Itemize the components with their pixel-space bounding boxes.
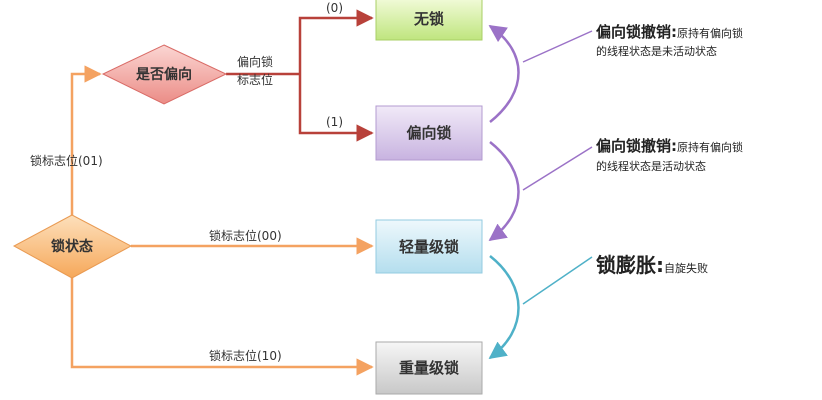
note-inflate-title: 锁膨胀: [596,253,664,277]
note-revoke-inactive-line2: 的线程状态是未活动状态 [596,44,717,58]
edge-lockstate-to-heavyweight [70,278,374,376]
note-revoke-inactive-text: 原持有偏向锁 [677,26,743,40]
state-lightweight-lock: 轻量级锁 [375,219,483,274]
decision-lock-state-label: 锁状态 [51,238,93,255]
state-lightweight-lock-label: 轻量级锁 [399,238,459,256]
state-no-lock: 无锁 [375,0,483,41]
note-revoke-active: 偏向锁撤销:原持有偏向锁 [596,137,743,155]
curve-biased-to-nolock [488,24,520,123]
decision-is-biased-label: 是否偏向 [136,66,192,83]
edge-label-bias-flag-line1: 偏向锁 [237,54,273,69]
state-heavyweight-lock-label: 重量级锁 [399,359,459,377]
decision-is-biased: 是否偏向 [101,44,228,105]
edge-label-flag-01: 锁标志位(01) [30,153,103,168]
edge-isbiased-to-biased [298,74,374,142]
note-revoke-active-text: 原持有偏向锁 [677,140,743,154]
edge-label-flag-00: 锁标志位(00) [209,228,282,243]
edge-label-flag-10: 锁标志位(10) [209,348,282,363]
note-pointer-inflate [522,256,593,305]
note-inflate: 锁膨胀:自旋失败 [596,253,708,277]
state-biased-lock-label: 偏向锁 [406,124,451,142]
edge-lockstate-to-isbiased [70,65,102,215]
note-revoke-inactive-title: 偏向锁撤销: [596,23,677,41]
decision-lock-state: 锁状态 [12,214,133,279]
note-pointer-revoke1 [522,30,593,63]
note-inflate-text: 自旋失败 [664,261,708,275]
note-revoke-inactive: 偏向锁撤销:原持有偏向锁 [596,23,743,41]
edge-label-bias-flag-line2: 标志位 [237,72,273,87]
state-heavyweight-lock: 重量级锁 [375,341,483,395]
curve-biased-to-lightweight [488,141,520,242]
state-biased-lock: 偏向锁 [375,105,483,161]
edge-label-bit1: (1) [326,115,343,129]
note-revoke-active-title: 偏向锁撤销: [596,137,677,155]
note-revoke-active-line2: 的线程状态是活动状态 [596,159,706,173]
curve-lightweight-to-heavyweight [488,255,520,360]
edge-label-bit0: (0) [326,1,343,15]
edge-isbiased-to-nolock [298,9,374,74]
note-pointer-revoke2 [522,146,593,191]
state-no-lock-label: 无锁 [413,10,444,28]
